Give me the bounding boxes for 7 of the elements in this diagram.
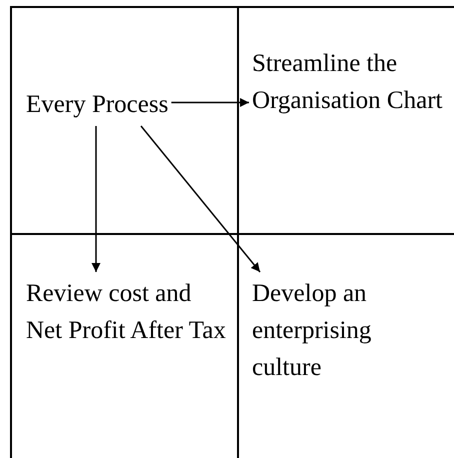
- arrow: [92, 126, 100, 272]
- cell-text: Every Process: [26, 86, 168, 123]
- arrow: [140, 126, 261, 272]
- cell-text: Review cost and Net Profit After Tax: [26, 275, 231, 349]
- arrow: [171, 98, 249, 107]
- cell-text: Streamline the Organisation Chart: [252, 45, 447, 119]
- cell-text: Develop an enterprising culture: [252, 275, 447, 386]
